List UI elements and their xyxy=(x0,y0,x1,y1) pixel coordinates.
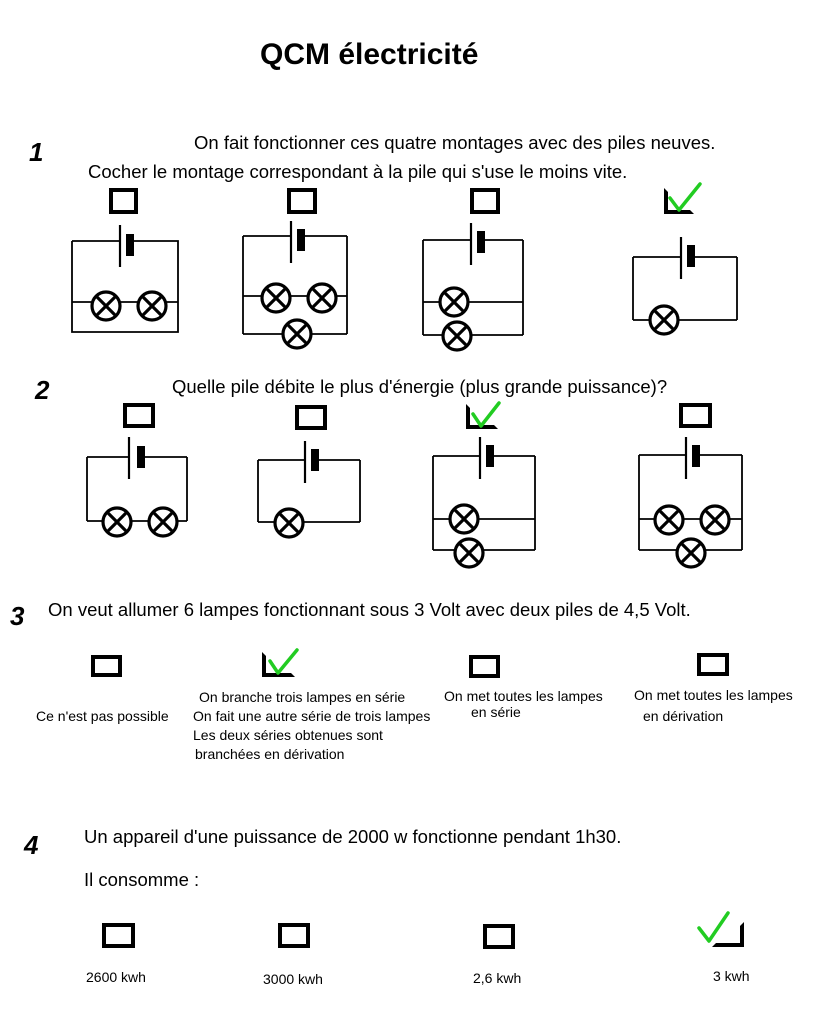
lamp-icon xyxy=(260,282,292,314)
q1-circuit-3 xyxy=(422,223,524,352)
question-4-text-line1: Un appareil d'une puissance de 2000 w fo… xyxy=(84,826,622,847)
q1-option-1-checkbox[interactable] xyxy=(109,188,138,214)
q4-option-3-label: 2,6 kwh xyxy=(473,970,522,986)
q2-circuit-2 xyxy=(257,441,361,539)
q1-circuit-1 xyxy=(71,225,179,333)
q2-circuit-1 xyxy=(86,437,188,538)
q3-option-3-checkbox[interactable] xyxy=(469,655,500,678)
question-1-text-line2: Cocher le montage correspondant à la pil… xyxy=(88,161,628,182)
q2-circuit-4 xyxy=(638,437,743,569)
q2-option-3-checkbox[interactable] xyxy=(466,404,498,429)
q4-option-4-label: 3 kwh xyxy=(713,968,750,984)
question-3-number: 3 xyxy=(10,601,25,631)
question-1-number: 1 xyxy=(29,137,44,167)
lamp-icon xyxy=(101,506,133,538)
lamp-icon xyxy=(306,282,338,314)
question-2-text: Quelle pile débite le plus d'énergie (pl… xyxy=(172,376,668,397)
lamp-icon xyxy=(136,290,168,322)
lamp-icon xyxy=(699,504,731,536)
q4-option-4-checkbox[interactable] xyxy=(712,922,744,947)
q1-option-2-checkbox[interactable] xyxy=(287,188,317,214)
lamp-icon xyxy=(448,503,480,535)
q3-option-2-label: On branche trois lampes en série On fait… xyxy=(193,689,431,762)
question-2-number: 2 xyxy=(35,375,50,405)
q1-circuit-2 xyxy=(242,221,348,350)
page-title: QCM électricité xyxy=(260,38,479,71)
q2-option-1-checkbox[interactable] xyxy=(123,403,155,428)
q3-option-2-checkbox[interactable] xyxy=(262,652,295,677)
lamp-icon xyxy=(648,304,680,336)
lamp-icon xyxy=(441,320,473,352)
question-4-text-line2: Il consomme : xyxy=(84,869,200,890)
q1-option-4-checkbox[interactable] xyxy=(664,188,694,214)
q4-option-2-label: 3000 kwh xyxy=(263,971,323,987)
q3-option-1-label: Ce n'est pas possible xyxy=(36,708,169,724)
q3-option-4-label: On met toutes les lampes en dérivation xyxy=(634,687,793,724)
q4-option-1-checkbox[interactable] xyxy=(102,923,135,948)
lamp-icon xyxy=(453,537,485,569)
lamp-icon xyxy=(438,286,470,318)
lamp-icon xyxy=(273,507,305,539)
q4-option-1-label: 2600 kwh xyxy=(86,969,146,985)
q3-option-1-checkbox[interactable] xyxy=(91,655,122,677)
question-3-text: On veut allumer 6 lampes fonctionnant so… xyxy=(48,599,691,620)
lamp-icon xyxy=(281,318,313,350)
q4-option-3-checkbox[interactable] xyxy=(483,924,515,949)
question-4-number: 4 xyxy=(24,830,39,860)
q3-option-3-label: On met toutes les lampes en série xyxy=(444,688,603,720)
q3-option-4-checkbox[interactable] xyxy=(697,653,729,676)
q2-circuit-3 xyxy=(432,437,536,569)
q2-option-4-checkbox[interactable] xyxy=(679,403,712,428)
lamp-icon xyxy=(147,506,179,538)
lamp-icon xyxy=(653,504,685,536)
q1-circuit-4 xyxy=(632,237,738,336)
question-1-text-line1: On fait fonctionner ces quatre montages … xyxy=(194,132,716,153)
lamp-icon xyxy=(675,537,707,569)
q4-option-2-checkbox[interactable] xyxy=(278,923,310,948)
q2-option-2-checkbox[interactable] xyxy=(295,405,327,430)
lamp-icon xyxy=(90,290,122,322)
q1-option-3-checkbox[interactable] xyxy=(470,188,500,214)
